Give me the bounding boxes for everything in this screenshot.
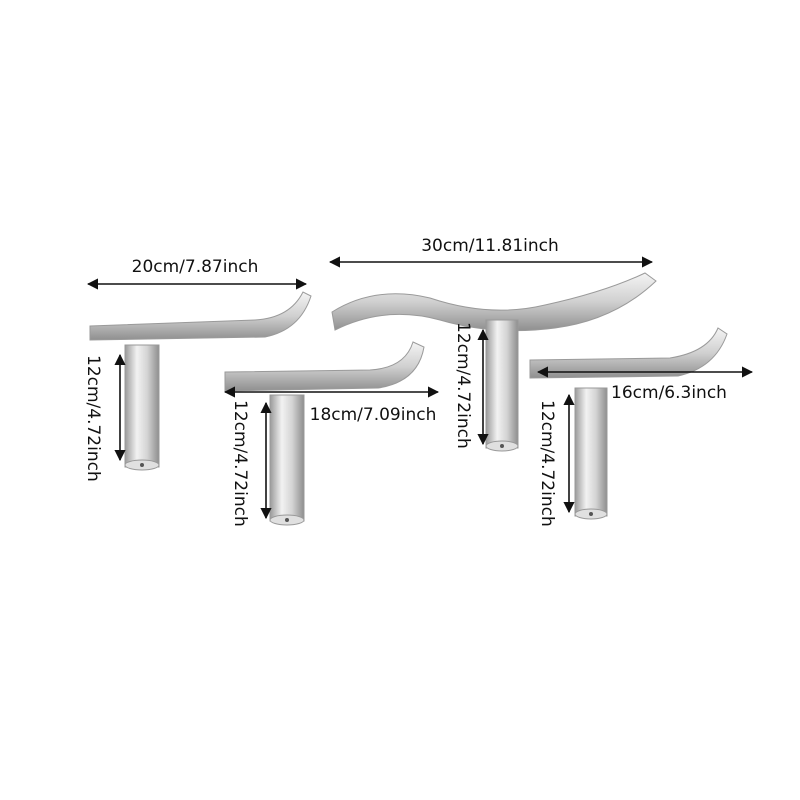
rest-bar	[89, 291, 312, 341]
post-label-medium: 12cm/4.72inch	[230, 400, 250, 527]
tool-rest-medium	[224, 341, 425, 526]
rest-bar	[224, 341, 425, 392]
length-label-small: 20cm/7.87inch	[132, 257, 259, 277]
rest-post	[269, 394, 305, 522]
tool-rest-j	[529, 327, 728, 520]
rest-post	[124, 344, 160, 468]
post-label-large: 12cm/4.72inch	[453, 322, 473, 449]
rest-bar	[529, 327, 728, 379]
tool-rest-large	[331, 272, 657, 452]
rest-post	[485, 319, 519, 449]
length-label-j: 16cm/6.3inch	[611, 383, 727, 403]
dimension-lines	[86, 256, 754, 520]
tool-rest-small	[89, 291, 312, 471]
post-label-j: 12cm/4.72inch	[537, 400, 557, 527]
length-label-medium: 18cm/7.09inch	[310, 405, 437, 425]
rest-post	[574, 387, 608, 517]
length-label-large: 30cm/11.81inch	[421, 236, 559, 256]
rest-bar	[331, 272, 657, 332]
post-label-small: 12cm/4.72inch	[83, 355, 103, 482]
